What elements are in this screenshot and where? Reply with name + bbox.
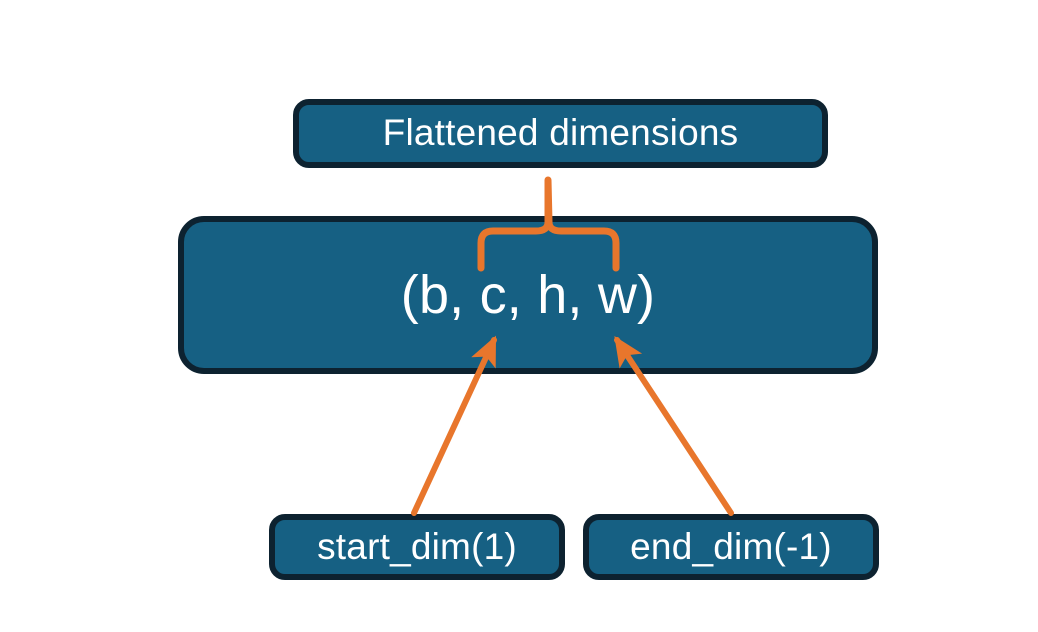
node-start-dim-label: start_dim(1): [317, 525, 517, 567]
node-flattened-dimensions[interactable]: Flattened dimensions: [293, 99, 828, 168]
node-flattened-dimensions-label: Flattened dimensions: [382, 112, 739, 154]
node-tensor-shape-label: (b, c, h, w): [400, 264, 656, 325]
node-end-dim-label: end_dim(-1): [630, 525, 832, 567]
node-start-dim[interactable]: start_dim(1): [269, 514, 565, 580]
node-end-dim[interactable]: end_dim(-1): [583, 514, 879, 580]
node-tensor-shape[interactable]: (b, c, h, w): [178, 216, 878, 374]
